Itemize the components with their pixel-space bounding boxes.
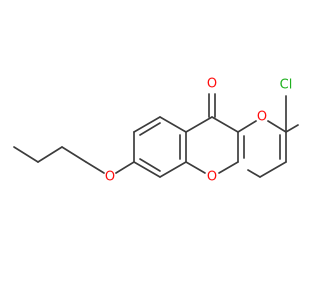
aryloxy-oxygen-label: O xyxy=(257,110,267,125)
bond xyxy=(259,161,287,178)
bond xyxy=(139,122,161,136)
bond xyxy=(159,161,187,178)
bond xyxy=(211,116,239,133)
bond xyxy=(115,161,135,174)
bond xyxy=(37,146,63,163)
bond-lines xyxy=(13,93,299,178)
bond xyxy=(133,161,161,178)
bond xyxy=(139,158,161,172)
molecule-structure: O O O O Cl xyxy=(13,77,299,185)
bond xyxy=(185,116,213,133)
bond xyxy=(185,161,206,174)
carbonyl-oxygen-label: O xyxy=(207,77,217,92)
bond xyxy=(133,116,161,133)
bond xyxy=(267,120,287,133)
chlorine-label: Cl xyxy=(280,78,293,93)
bond xyxy=(237,120,257,133)
ring-oxygen-label: O xyxy=(207,170,217,185)
bond xyxy=(61,146,87,163)
bond xyxy=(285,124,299,133)
bond xyxy=(247,169,261,178)
bond xyxy=(85,161,105,174)
butoxy-oxygen-label: O xyxy=(105,170,115,185)
bond xyxy=(13,146,39,163)
atom-labels: O O O O Cl xyxy=(105,77,292,185)
bond xyxy=(159,116,187,133)
bond xyxy=(218,161,239,174)
